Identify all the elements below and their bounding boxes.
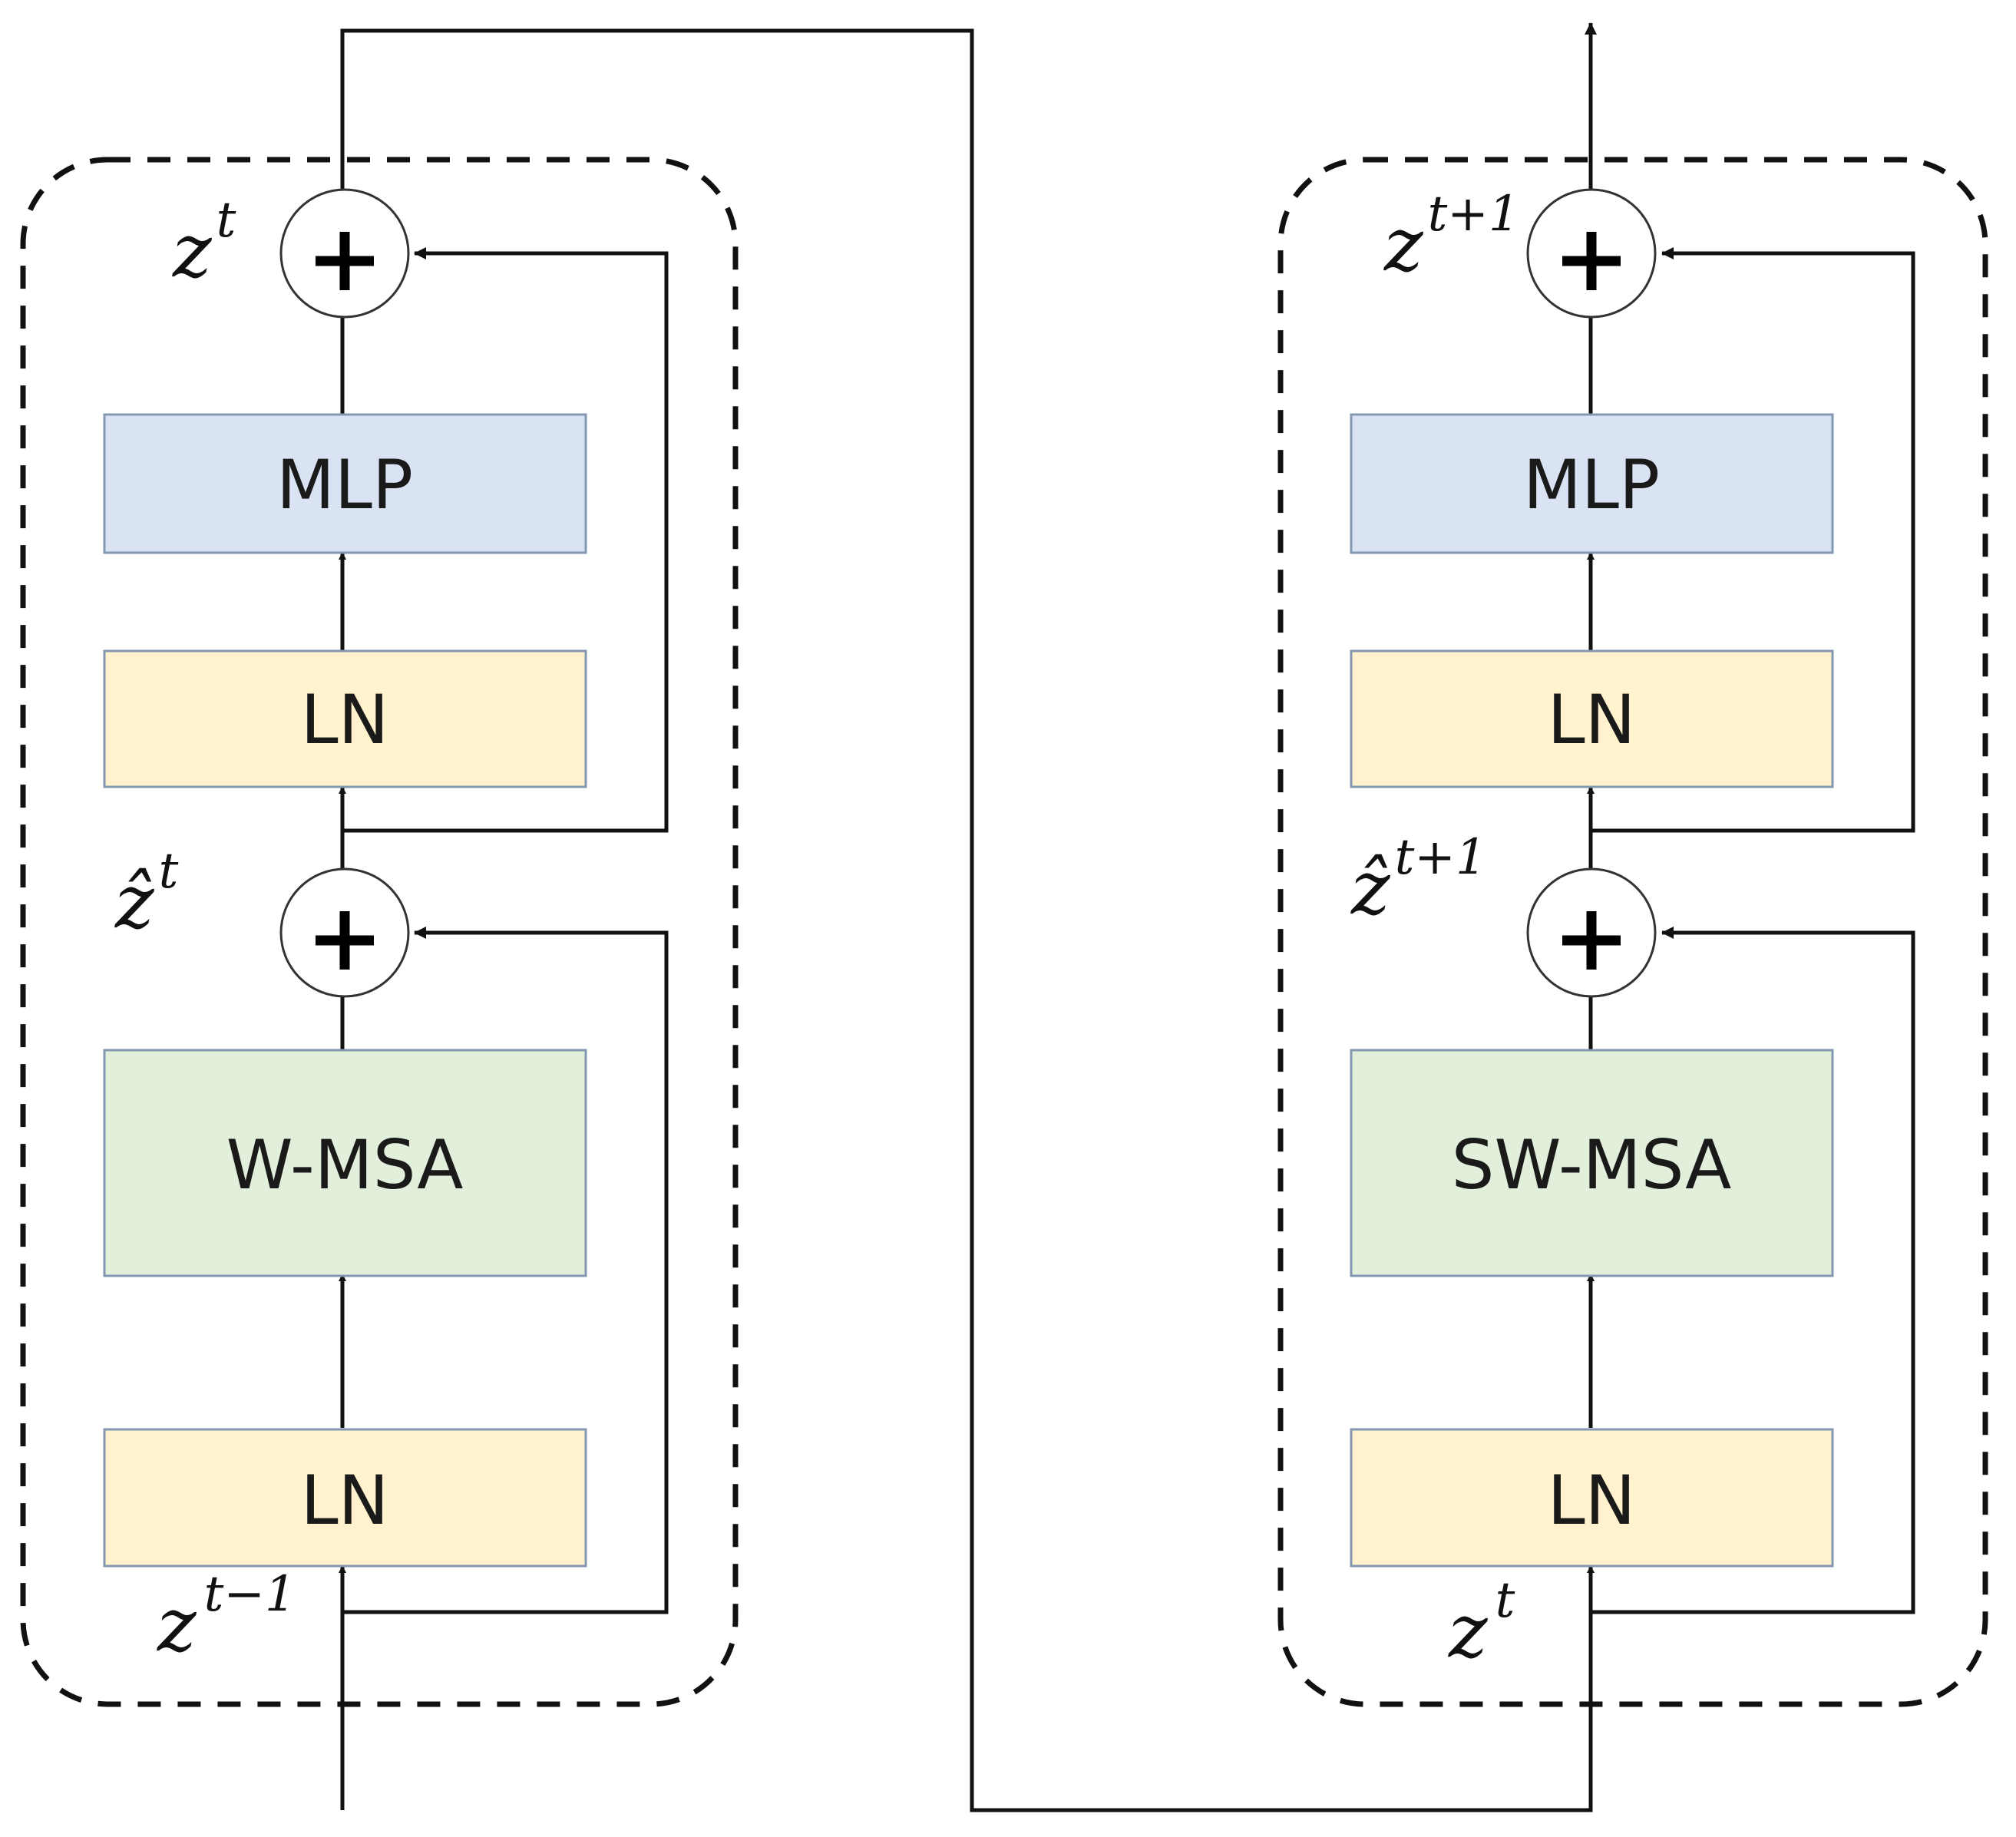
left-mlp-block: MLP — [103, 413, 587, 554]
right-mlp-label: MLP — [1523, 445, 1660, 524]
right-residual-skip-attention — [1591, 927, 1915, 1614]
left-ln-lower-block: LN — [103, 1428, 587, 1568]
left-wmsa-label: W-MSA — [226, 1125, 464, 1204]
right-ln-lower-block: LN — [1350, 1428, 1834, 1568]
left-mlp-label: MLP — [276, 445, 413, 524]
left-output-label: zt — [172, 192, 236, 294]
left-adder-attention — [279, 867, 410, 998]
right-mlp-block: MLP — [1350, 413, 1834, 554]
left-ln-upper-label: LN — [301, 680, 389, 759]
left-residual-skip-attention — [342, 927, 669, 1614]
left-intermediate-label: ẑt — [114, 843, 179, 945]
right-residual-skip-mlp — [1591, 247, 1915, 833]
right-adder-mlp — [1526, 188, 1657, 319]
right-adder-attention — [1526, 867, 1657, 998]
right-swmsa-block: SW-MSA — [1350, 1049, 1834, 1277]
left-ln-upper-block: LN — [103, 649, 587, 788]
right-ln-upper-label: LN — [1548, 680, 1636, 759]
right-intermediate-label: ẑt+1 — [1350, 829, 1487, 931]
left-transformer-block: MLP LN W-MSA LN zt ẑt — [20, 157, 739, 1810]
left-adder-mlp — [279, 188, 410, 319]
right-swmsa-label: SW-MSA — [1452, 1125, 1732, 1204]
left-ln-lower-label: LN — [301, 1461, 389, 1540]
left-residual-skip-mlp — [342, 247, 669, 833]
right-output-label: zt+1 — [1383, 186, 1520, 288]
left-wmsa-block: W-MSA — [103, 1049, 587, 1277]
left-block-dashed-border — [20, 157, 739, 1707]
right-ln-lower-label: LN — [1548, 1461, 1636, 1540]
right-transformer-block: MLP LN SW-MSA LN zt+1 ẑt+ — [1277, 22, 1988, 1810]
right-ln-upper-block: LN — [1350, 649, 1834, 788]
right-block-dashed-border — [1277, 157, 1988, 1707]
